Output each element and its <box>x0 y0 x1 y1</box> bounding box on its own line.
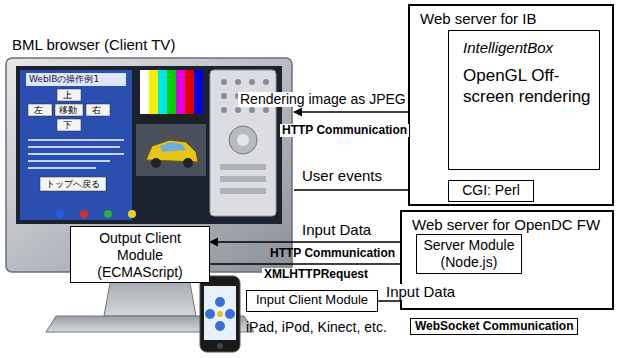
module-box: Output Client Module (ECMAScript) <box>70 226 210 283</box>
screen-text: トップへ戻る <box>46 178 100 190</box>
connector-arrow <box>210 241 416 243</box>
module-box: Server Module (Node.js) <box>416 234 522 274</box>
phone-illustration <box>196 274 244 356</box>
screen-text: 上 <box>63 89 72 101</box>
screen-text: 右 <box>92 104 101 116</box>
box-text: Web server for IB <box>420 10 602 28</box>
box-text: CGI: Perl <box>453 182 529 199</box>
edge-label: Rendering image as JPEG <box>238 92 408 107</box>
edge-label: Input Data <box>384 284 457 300</box>
box-text: Output Client Module (ECMAScript) <box>75 230 205 280</box>
screen-text: 左 <box>34 104 43 116</box>
note-label: HTTP Communication <box>270 247 395 260</box>
screen-text: 移動 <box>59 104 77 116</box>
box-text: Web server for OpenDC FW <box>412 216 602 234</box>
box-text: OpenGL Off-screen rendering <box>463 65 591 108</box>
module-box: Input Client Module <box>246 290 378 312</box>
edge-label: Input Data <box>300 222 373 238</box>
box-heading: IntelligentBox <box>463 39 591 57</box>
box-text: Input Client Module <box>251 292 373 308</box>
box-text: BML browser (Client TV) <box>12 36 294 54</box>
note-label: iPad, iPod, Kinect, etc. <box>246 320 387 335</box>
edge-label: XMLHTTPRequest <box>262 268 370 281</box>
server-box: Web server for IB IntelligentBoxOpenGL Of… <box>408 4 614 206</box>
module-box: CGI: Perl <box>448 180 534 202</box>
note-label: WebSocket Communication <box>410 318 578 335</box>
box-text: Server Module (Node.js) <box>421 237 517 271</box>
edge-label: User events <box>300 168 384 184</box>
screen-text: WebIBの操作例1 <box>29 73 99 85</box>
module-box: IntelligentBoxOpenGL Off-screen renderin… <box>448 30 600 170</box>
note-label: HTTP Communication <box>280 124 409 137</box>
connector-arrow <box>210 263 416 265</box>
screen-text: 下 <box>63 119 72 131</box>
